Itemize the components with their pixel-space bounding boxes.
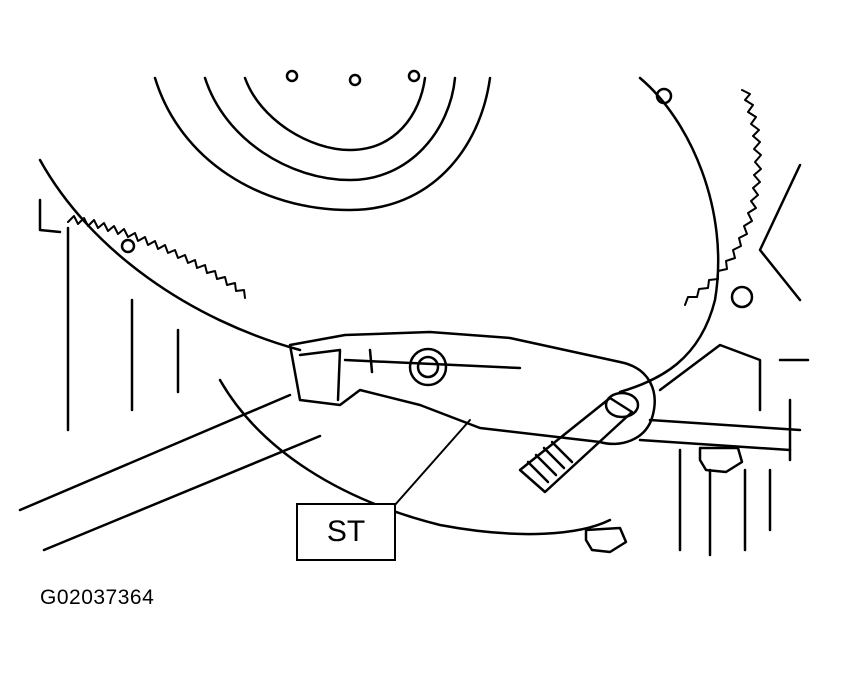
housing-bolts <box>584 446 744 554</box>
ring-gear-teeth-right <box>684 89 762 306</box>
flywheel-hub <box>153 69 492 212</box>
figure-id: G02037364 <box>40 586 155 609</box>
engine-housing <box>18 163 810 557</box>
special-tool-callout: ST <box>296 503 396 561</box>
tool-bolt-head <box>408 347 448 387</box>
callout-leader-line <box>393 419 471 507</box>
special-tool-body <box>288 330 656 446</box>
callout-label: ST <box>326 515 366 548</box>
ring-gear-teeth-left <box>67 215 246 299</box>
threaded-stud <box>518 391 640 494</box>
flywheel-outer-edge <box>38 76 754 394</box>
